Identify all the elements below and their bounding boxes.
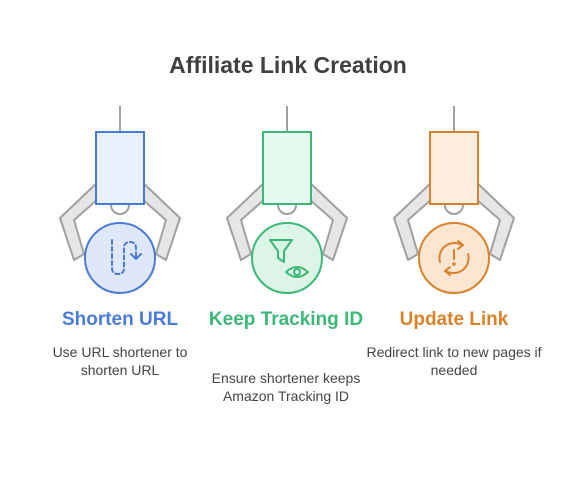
claw-shorten-url bbox=[59, 106, 181, 294]
claw-body bbox=[262, 131, 312, 205]
refresh-alert-icon bbox=[438, 240, 470, 276]
shorten-path-icon bbox=[111, 239, 142, 275]
filter-eye-icon bbox=[269, 239, 309, 278]
diagram-title: Affiliate Link Creation bbox=[169, 52, 407, 78]
icon-circle bbox=[251, 222, 323, 294]
step-title-keep-tracking: Keep Tracking ID bbox=[208, 309, 364, 330]
step-title-update-link: Update Link bbox=[399, 309, 509, 330]
step-description-update-link: Redirect link to new pages if needed bbox=[366, 344, 542, 378]
claw-body bbox=[95, 131, 145, 205]
step-description-shorten-url: Use URL shortener to shorten URL bbox=[52, 344, 188, 378]
step-title-shorten-url: Shorten URL bbox=[61, 309, 179, 330]
claw-update-link bbox=[393, 106, 515, 294]
step-description-keep-tracking: Ensure shortener keeps Amazon Tracking I… bbox=[211, 370, 361, 404]
icon-circle bbox=[84, 222, 156, 294]
claw-body bbox=[429, 131, 479, 205]
claw-keep-tracking bbox=[226, 106, 348, 294]
